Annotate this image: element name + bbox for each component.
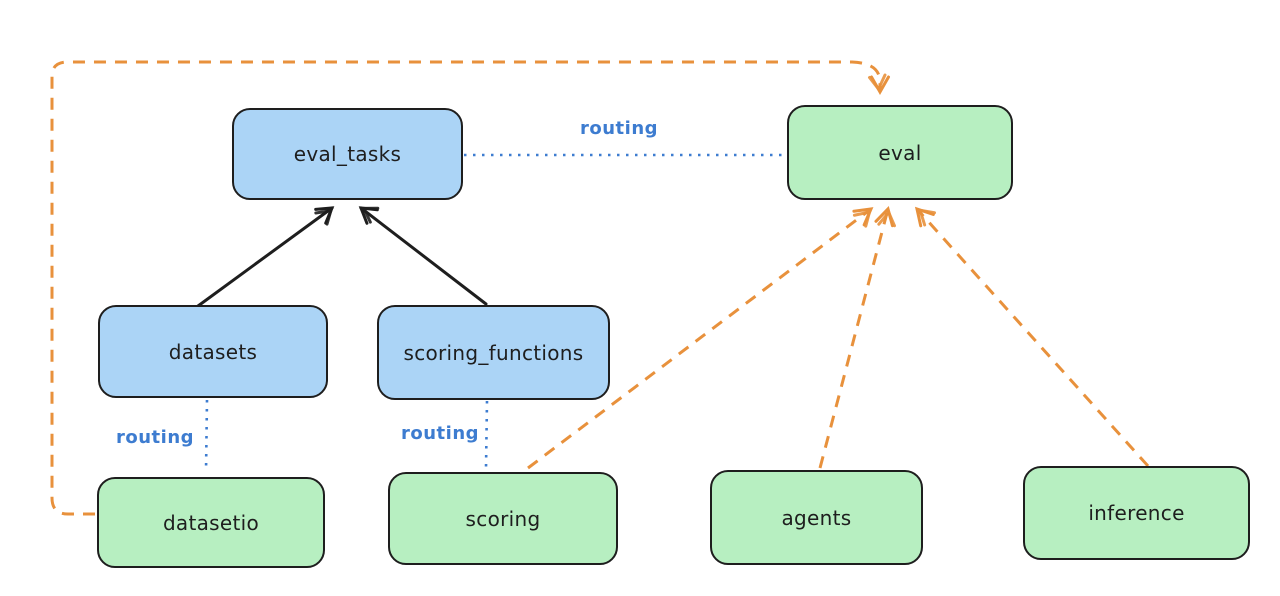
routing-label-datasets-datasetio: routing (116, 427, 195, 448)
node-inference: inference (1023, 466, 1250, 560)
edge-inference-to-eval (914, 206, 1150, 468)
edge-scoring-to-eval (527, 207, 874, 470)
node-datasetio: datasetio (97, 477, 325, 568)
routing-label-scoring-functions-scoring: routing (401, 423, 480, 444)
node-datasets: datasets (98, 305, 328, 398)
edge-agents-to-eval (818, 206, 896, 469)
node-datasets-label: datasets (168, 339, 258, 364)
node-datasetio-label: datasetio (162, 510, 260, 535)
routing-label-eval-tasks-eval: routing (580, 118, 659, 139)
node-eval-label: eval (878, 140, 922, 165)
node-scoring-label: scoring (465, 506, 541, 531)
node-eval-tasks-label: eval_tasks (293, 142, 402, 166)
node-agents: agents (710, 470, 923, 565)
edge-scoring-functions-to-eval-tasks (358, 206, 488, 306)
edge-routing-datasets-to-datasetio (204, 399, 209, 473)
node-agents-label: agents (781, 505, 852, 530)
edge-routing-scoring-functions-to-scoring (484, 400, 489, 469)
node-scoring-functions: scoring_functions (377, 305, 610, 400)
node-eval: eval (787, 105, 1013, 200)
edge-datasets-to-eval-tasks (196, 206, 335, 308)
node-scoring-functions-label: scoring_functions (403, 340, 584, 365)
node-scoring: scoring (388, 472, 618, 565)
edge-datasetio-to-eval (50, 60, 890, 516)
node-inference-label: inference (1088, 501, 1185, 525)
node-eval-tasks: eval_tasks (232, 108, 463, 200)
